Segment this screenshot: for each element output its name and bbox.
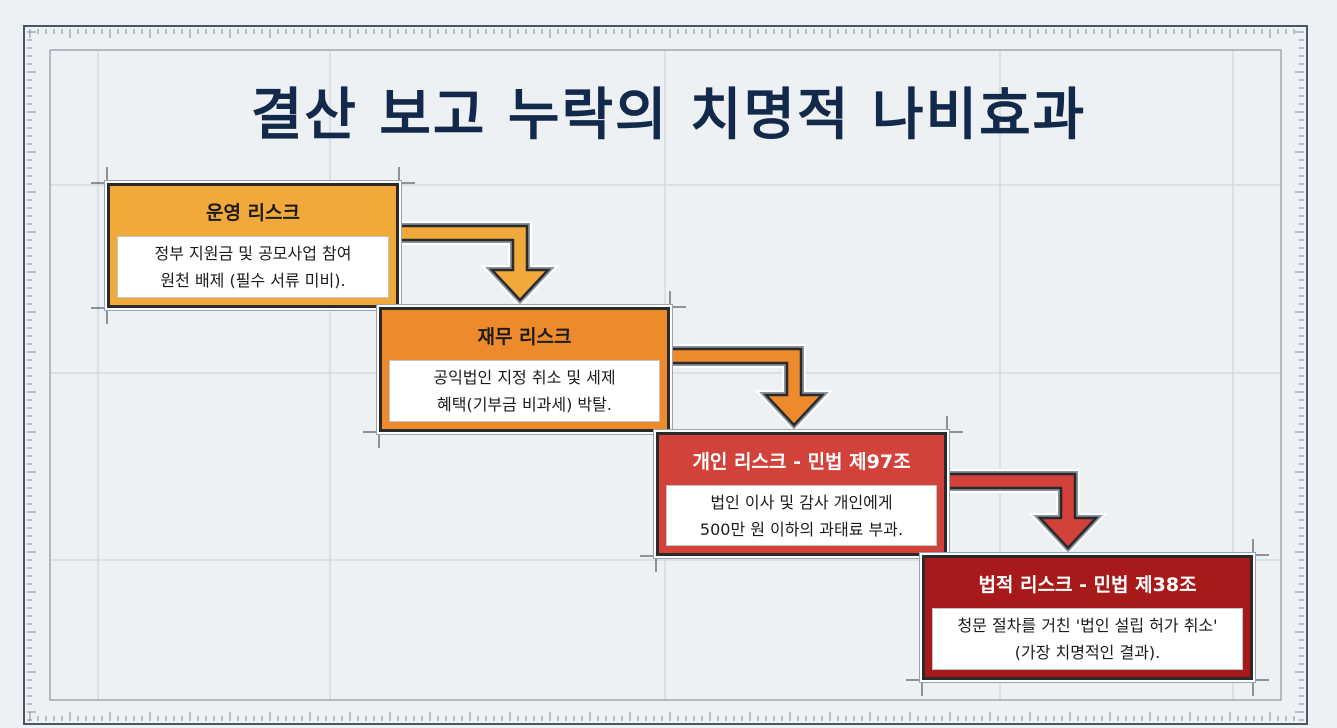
diagram-title: 결산 보고 누락의 치명적 나비효과 [250,83,1087,148]
stage-card-personal: 개인 리스크 - 민법 제97조 법인 이사 및 감사 개인에게 500만 원 … [656,432,947,556]
arrow-down-icon [669,347,825,427]
stage-card-operational: 운영 리스크 정부 지원금 및 공모사업 참여 원천 배제 (필수 서류 미비)… [107,183,399,308]
stage-description: 청문 절차를 거친 '법인 설립 허가 취소' (가장 치명적인 결과). [932,608,1243,670]
stage-description: 정부 지원금 및 공모사업 참여 원천 배제 (필수 서류 미비). [117,236,389,298]
inner-border [49,49,1282,701]
stage-heading: 개인 리스크 - 민법 제97조 [692,450,911,473]
stage-heading: 법적 리스크 - 민법 제38조 [978,573,1197,596]
stage-card-financial: 재무 리스크 공익법인 지정 취소 및 세제 혜택(기부금 비과세) 박탈. [379,307,670,432]
arrow-down-icon [946,472,1099,550]
arrow-down-icon [398,224,551,302]
stage-description: 공익법인 지정 취소 및 세제 혜택(기부금 비과세) 박탈. [389,360,660,422]
stage-heading: 재무 리스크 [477,325,572,348]
stage-description: 법인 이사 및 감사 개인에게 500만 원 이하의 과태료 부과. [666,485,937,546]
outer-border [23,25,1308,725]
flow-arrows [395,221,1108,556]
stage-heading: 운영 리스크 [205,201,300,224]
ruler-ticks [27,29,1304,721]
stage-card-legal: 법적 리스크 - 민법 제38조 청문 절차를 거친 '법인 설립 허가 취소'… [922,555,1253,680]
